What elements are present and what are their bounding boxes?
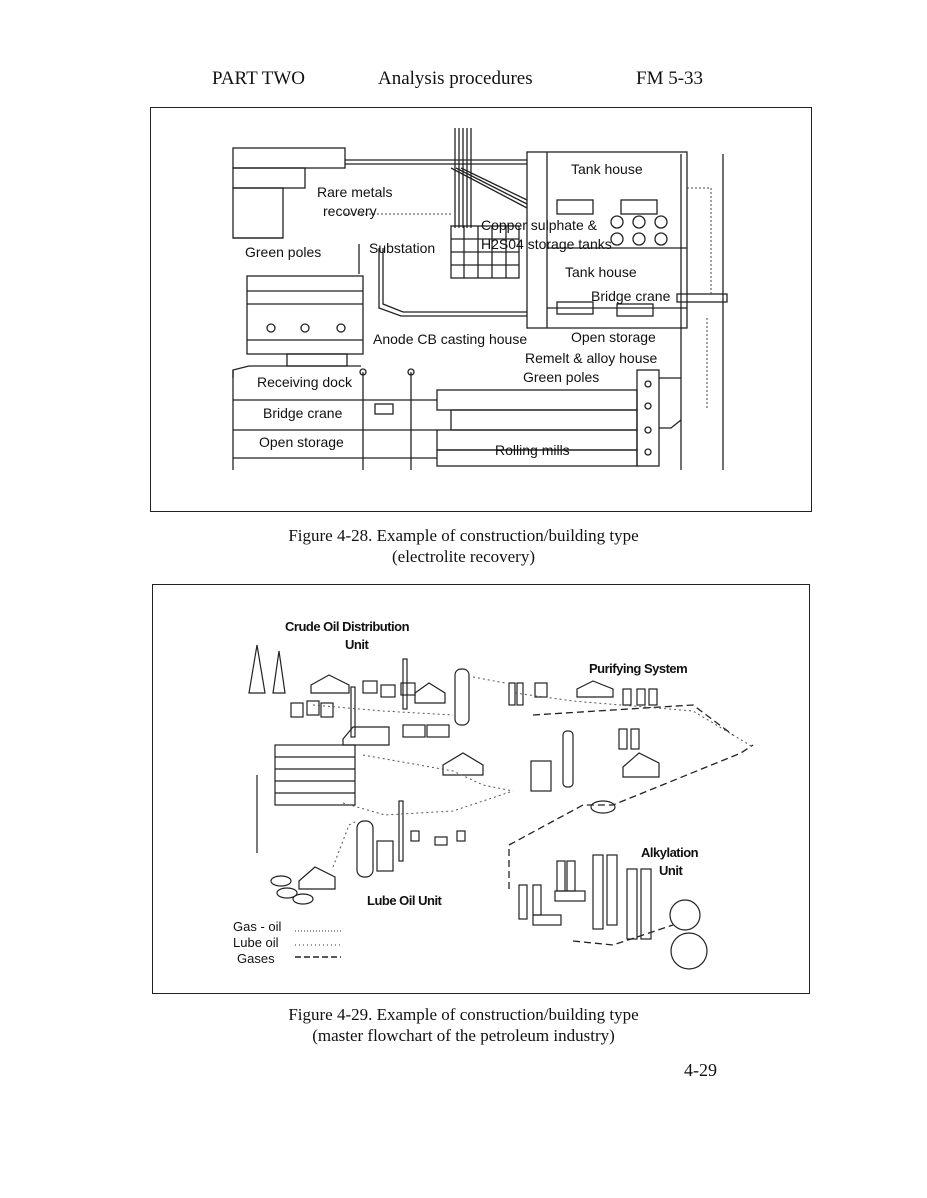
label-h2s04-tanks: H2S04 storage tanks	[481, 236, 612, 252]
tank-house-complex	[526, 151, 688, 329]
legend: Gas - oil Lube oil Gases	[233, 919, 341, 966]
label-open-storage-left: Open storage	[259, 434, 344, 450]
rare-metals-building-2	[232, 167, 306, 189]
remelt-house	[636, 369, 660, 467]
label-crude-unit: Unit	[345, 637, 369, 652]
label-tank-house-1: Tank house	[571, 161, 643, 177]
label-green-poles-left: Green poles	[245, 244, 321, 260]
figure-4-29-caption-line2: (master flowchart of the petroleum indus…	[312, 1026, 615, 1045]
label-rolling-mills: Rolling mills	[495, 442, 570, 458]
header-section: Analysis procedures	[378, 68, 533, 89]
lube-tower	[356, 820, 374, 878]
header-manual: FM 5-33	[636, 68, 704, 89]
electrolite-diagram: Rare metals recovery Green poles Substat…	[232, 128, 728, 470]
label-alkylation: Alkylation	[641, 845, 699, 860]
page-number: 4-29	[684, 1060, 717, 1080]
legend-lube-oil: Lube oil	[233, 935, 279, 950]
label-alkylation-unit: Unit	[659, 863, 683, 878]
label-purifying-system: Purifying System	[589, 661, 687, 676]
figure-electrolite-recovery: Rare metals recovery Green poles Substat…	[150, 107, 812, 512]
anode-casting-house	[246, 275, 364, 355]
rare-metals-building-1	[232, 147, 346, 169]
label-lube-oil-unit: Lube Oil Unit	[367, 893, 443, 908]
label-substation: Substation	[369, 240, 435, 256]
derrick-1	[248, 644, 266, 694]
label-rare-metals: Rare metals	[317, 184, 392, 200]
label-remelt-alloy: Remelt & alloy house	[525, 350, 658, 366]
legend-gas-oil: Gas - oil	[233, 919, 282, 934]
label-receiving-dock: Receiving dock	[257, 374, 353, 390]
crude-tower	[454, 668, 470, 726]
label-open-storage-right: Open storage	[571, 329, 656, 345]
rolling-mill-2	[450, 409, 638, 431]
header-part: PART TWO	[212, 68, 306, 89]
label-copper-sulphate: Copper sulphate &	[481, 217, 598, 233]
legend-gases: Gases	[237, 951, 275, 966]
label-tank-house-2: Tank house	[565, 264, 637, 280]
derrick-2	[272, 650, 286, 694]
label-bridge-crane-right: Bridge crane	[591, 288, 671, 304]
label-anode-casting: Anode CB casting house	[373, 331, 527, 347]
label-recovery: recovery	[323, 203, 377, 219]
petroleum-diagram: Crude Oil Distribution Unit Purifying Sy…	[233, 619, 754, 970]
rare-metals-building-3	[232, 187, 284, 239]
label-green-poles-right: Green poles	[523, 369, 599, 385]
figure-petroleum-flowchart: Crude Oil Distribution Unit Purifying Sy…	[152, 584, 810, 994]
label-bridge-crane-left: Bridge crane	[263, 405, 343, 421]
sphere-tank-1	[669, 899, 701, 931]
label-crude-oil-distribution: Crude Oil Distribution	[285, 619, 410, 634]
figure-4-28-caption-line1: Figure 4-28. Example of construction/bui…	[288, 526, 639, 545]
figure-4-29-caption-line1: Figure 4-29. Example of construction/bui…	[288, 1005, 639, 1024]
rolling-mill-1	[436, 389, 638, 411]
stacked-building	[274, 744, 356, 806]
sphere-tank-2	[670, 932, 708, 970]
figure-4-28-caption-line2: (electrolite recovery)	[392, 547, 535, 566]
